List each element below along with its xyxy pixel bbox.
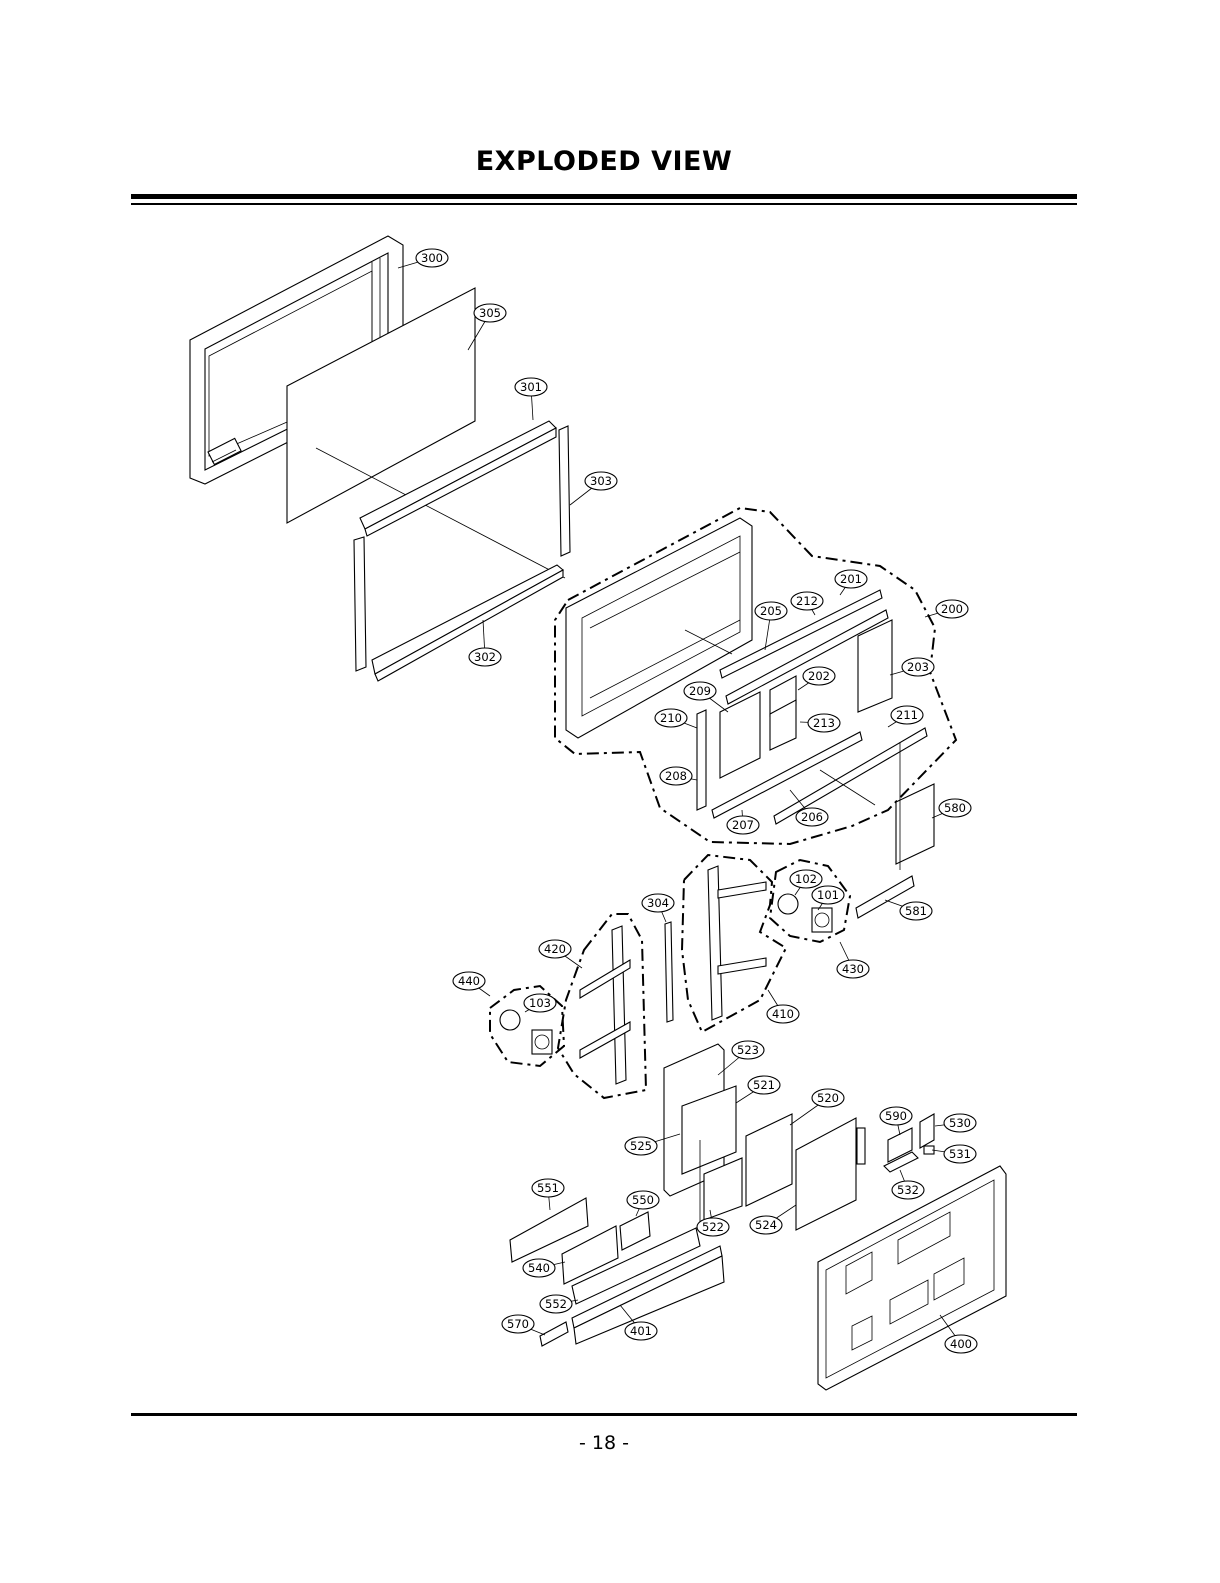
perforated-plate-524 [796,1118,856,1230]
callout-label: 212 [796,594,818,608]
callout-label: 580 [944,801,966,815]
callout-581: 581 [885,900,932,920]
callout-label: 531 [949,1147,971,1161]
callout-label: 200 [941,602,963,616]
callout-label: 208 [665,769,687,783]
callout-label: 410 [772,1007,794,1021]
callout-410: 410 [767,990,799,1023]
callout-label: 570 [507,1317,529,1331]
callout-570: 570 [502,1315,545,1335]
callout-440: 440 [453,972,490,996]
callout-530: 530 [935,1114,976,1132]
callout-520: 520 [790,1089,844,1125]
callout-label: 103 [529,996,551,1010]
callout-213: 213 [800,714,840,732]
callout-202: 202 [798,667,835,690]
callout-211: 211 [888,706,923,727]
callout-420: 420 [539,940,582,968]
callout-540: 540 [523,1259,565,1277]
callout-label: 202 [808,669,830,683]
callout-label: 530 [949,1116,971,1130]
callout-label: 524 [755,1218,777,1232]
callout-201: 201 [835,570,867,595]
callout-209: 209 [684,682,728,712]
stand-bracket-420 [580,926,630,1084]
callout-label: 205 [760,604,782,618]
callout-103: 103 [524,994,556,1012]
callout-207: 207 [727,810,759,834]
callout-301: 301 [515,378,547,420]
callout-label: 420 [544,942,566,956]
callout-label: 304 [647,896,669,910]
callout-label: 581 [905,904,927,918]
callout-label: 303 [590,474,612,488]
callout-580: 580 [932,799,971,818]
callout-label: 532 [897,1183,919,1197]
callout-label: 305 [479,306,501,320]
callout-label: 590 [885,1109,907,1123]
callout-label: 211 [896,708,918,722]
callout-label: 209 [689,684,711,698]
assembly-420-boundary [558,914,646,1098]
callout-label: 201 [840,572,862,586]
callout-label: 101 [817,888,839,902]
boards-523-521-525-522 [664,1044,742,1230]
callout-304: 304 [642,894,674,922]
callout-label: 102 [795,872,817,886]
callout-524: 524 [750,1205,796,1234]
callout-label: 430 [842,962,864,976]
callout-552: 552 [540,1295,578,1313]
callout-531: 531 [932,1145,976,1163]
callout-label: 540 [528,1261,550,1275]
callout-label: 440 [458,974,480,988]
callout-label: 206 [801,810,823,824]
stand-bracket-410 [708,866,766,1020]
assembly-410-boundary [682,855,786,1032]
callout-200: 200 [925,600,968,618]
callout-203: 203 [890,658,934,676]
callout-label: 210 [660,711,682,725]
callout-303: 303 [570,472,617,505]
callout-label: 401 [630,1324,652,1338]
board-580 [896,742,934,870]
fan-103 [500,1010,552,1054]
callout-208: 208 [660,767,697,785]
callout-551: 551 [532,1179,564,1210]
callout-210: 210 [655,709,697,728]
callout-label: 552 [545,1297,567,1311]
callout-label: 207 [732,818,754,832]
callout-101: 101 [812,886,844,910]
callout-label: 300 [421,251,443,265]
callout-label: 525 [630,1139,652,1153]
callout-212: 212 [791,592,823,615]
shield-520 [746,1114,792,1206]
callout-label: 203 [907,660,929,674]
callout-300: 300 [398,249,448,268]
callout-label: 551 [537,1181,559,1195]
callout-label: 520 [817,1091,839,1105]
callout-523: 523 [718,1041,764,1075]
callout-521: 521 [736,1076,780,1103]
callout-532: 532 [892,1170,924,1199]
callout-label: 301 [520,380,542,394]
callout-430: 430 [837,942,869,978]
callout-label: 302 [474,650,496,664]
callout-label: 523 [737,1043,759,1057]
callout-label: 213 [813,716,835,730]
bracket-304 [665,922,673,1022]
callout-label: 400 [950,1337,972,1351]
callout-label: 550 [632,1193,654,1207]
callout-550: 550 [627,1191,659,1216]
callout-label: 521 [753,1078,775,1092]
callout-label: 522 [702,1220,724,1234]
